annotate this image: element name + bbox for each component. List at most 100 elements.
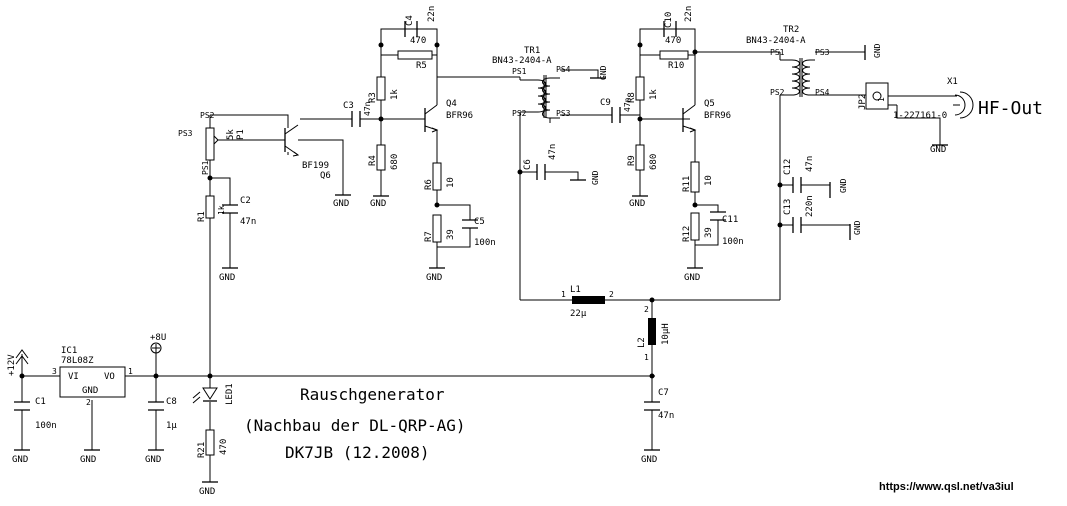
resistor-r3: R3 1k	[368, 76, 400, 103]
svg-text:Q4: Q4	[446, 99, 457, 109]
svg-text:GND: GND	[839, 178, 848, 193]
ic1-regulator: VI VO GND IC1 78L08Z 3 1 2	[52, 346, 133, 407]
svg-text:C3: C3	[343, 101, 354, 111]
gnd-x1: GND	[930, 144, 948, 155]
svg-text:VI: VI	[68, 372, 79, 382]
svg-text:10µH: 10µH	[661, 323, 671, 345]
svg-text:GND: GND	[82, 386, 98, 396]
svg-text:PS2: PS2	[200, 111, 215, 120]
transformer-tr1: TR1 BN43-2404-A PS1 PS2 PS3 PS4	[492, 46, 571, 123]
svg-text:BF199: BF199	[302, 161, 329, 171]
svg-text:C4: C4	[405, 15, 415, 26]
svg-text:L1: L1	[570, 285, 581, 295]
potentiometer-p1: PS2 PS3 PS1 5k P1	[178, 111, 246, 175]
svg-text:1k: 1k	[390, 89, 400, 100]
svg-text:GND: GND	[426, 273, 442, 283]
svg-text:C5: C5	[474, 217, 485, 227]
resistor-r1: R1 1k	[197, 195, 226, 222]
junctions	[19, 42, 783, 379]
svg-text:1: 1	[877, 97, 886, 102]
svg-text:100n: 100n	[35, 421, 57, 431]
svg-text:PS1: PS1	[512, 67, 527, 76]
svg-text:PS3: PS3	[815, 48, 830, 57]
svg-text:GND: GND	[199, 487, 215, 497]
svg-text:C2: C2	[240, 196, 251, 206]
svg-text:C6: C6	[523, 159, 533, 170]
capacitor-c4: C4 22n	[404, 6, 437, 37]
svg-text:22n: 22n	[684, 6, 694, 22]
resistor-r21: R21 470	[197, 429, 229, 458]
title-line3: DK7JB (12.2008)	[285, 443, 430, 462]
led-led1: LED1	[192, 383, 235, 405]
transistor-q6: BF199 Q6	[284, 115, 331, 181]
svg-text:GND: GND	[930, 145, 946, 155]
svg-text:R10: R10	[668, 61, 684, 71]
transistor-q5: Q5 BFR96	[682, 99, 731, 133]
svg-text:470: 470	[219, 439, 229, 455]
svg-text:P1: P1	[236, 129, 246, 140]
svg-text:C9: C9	[600, 98, 611, 108]
svg-text:5k: 5k	[226, 129, 236, 140]
svg-text:PS2: PS2	[512, 109, 527, 118]
svg-text:22µ: 22µ	[570, 309, 587, 319]
svg-text:C10: C10	[664, 12, 674, 28]
svg-text:100n: 100n	[722, 237, 744, 247]
svg-text:GND: GND	[873, 43, 882, 58]
supply-12v: +12V	[7, 349, 29, 376]
svg-text:TR2: TR2	[783, 25, 799, 35]
svg-text:R21: R21	[197, 442, 207, 458]
inductor-l1: L1 22µ 1 2	[561, 285, 614, 319]
svg-text:R6: R6	[424, 179, 434, 190]
svg-text:L2: L2	[637, 337, 647, 348]
svg-text:1k: 1k	[649, 89, 659, 100]
svg-text:470: 470	[665, 36, 681, 46]
gnd-r9: GND	[629, 195, 648, 209]
jumper-jp2: JP2 1	[858, 82, 889, 110]
credit-url: https://www.qsl.net/va3iul	[879, 481, 1014, 493]
svg-text:R1: R1	[197, 211, 207, 222]
gnd-c13: GND	[849, 220, 862, 240]
svg-text:C1: C1	[35, 397, 46, 407]
capacitor-c8: C8 1µ	[148, 397, 177, 431]
svg-text:1: 1	[561, 290, 566, 299]
resistor-r9: R9 680	[627, 144, 659, 171]
gnd-tr2: GND	[864, 43, 882, 60]
svg-text:BN43-2404-A: BN43-2404-A	[746, 36, 806, 46]
svg-text:1µ: 1µ	[166, 421, 177, 431]
title-line2: (Nachbau der DL-QRP-AG)	[244, 416, 466, 435]
svg-text:GND: GND	[629, 199, 645, 209]
svg-text:1-227161-0: 1-227161-0	[893, 111, 947, 121]
svg-text:BFR96: BFR96	[446, 111, 473, 121]
capacitor-c13: C13 220n	[783, 195, 815, 233]
svg-text:C8: C8	[166, 397, 177, 407]
svg-text:22n: 22n	[427, 6, 437, 22]
gnd-r12: GND	[684, 267, 703, 283]
resistor-r7: R7 39	[424, 214, 456, 243]
svg-text:47n: 47n	[240, 217, 256, 227]
svg-text:GND: GND	[641, 455, 657, 465]
capacitor-c11: C11 100n	[710, 211, 744, 247]
svg-text:1: 1	[644, 353, 649, 362]
resistor-r10: 470 R10	[659, 36, 689, 71]
svg-text:GND: GND	[219, 273, 235, 283]
svg-text:R5: R5	[416, 61, 427, 71]
capacitor-c10: C10 22n	[663, 6, 694, 37]
svg-text:BN43-2404-A: BN43-2404-A	[492, 56, 552, 66]
svg-text:GND: GND	[370, 199, 386, 209]
svg-text:R11: R11	[682, 176, 692, 192]
resistor-r11: R11 10	[682, 161, 714, 193]
svg-text:R3: R3	[368, 92, 378, 103]
capacitor-c6: C6 47n	[523, 144, 558, 180]
svg-text:47n: 47n	[548, 144, 558, 160]
svg-text:GND: GND	[684, 273, 700, 283]
svg-text:GND: GND	[591, 170, 600, 185]
svg-text:GND: GND	[853, 220, 862, 235]
svg-text:47n: 47n	[805, 156, 815, 172]
ic1-name: IC1	[61, 346, 77, 356]
gnd-c12: GND	[829, 178, 848, 198]
svg-text:GND: GND	[333, 199, 349, 209]
svg-text:PS3: PS3	[556, 109, 571, 118]
svg-text:39: 39	[704, 227, 714, 238]
gnd-c8: GND	[145, 449, 164, 465]
capacitor-c12: C12 47n	[783, 156, 815, 193]
